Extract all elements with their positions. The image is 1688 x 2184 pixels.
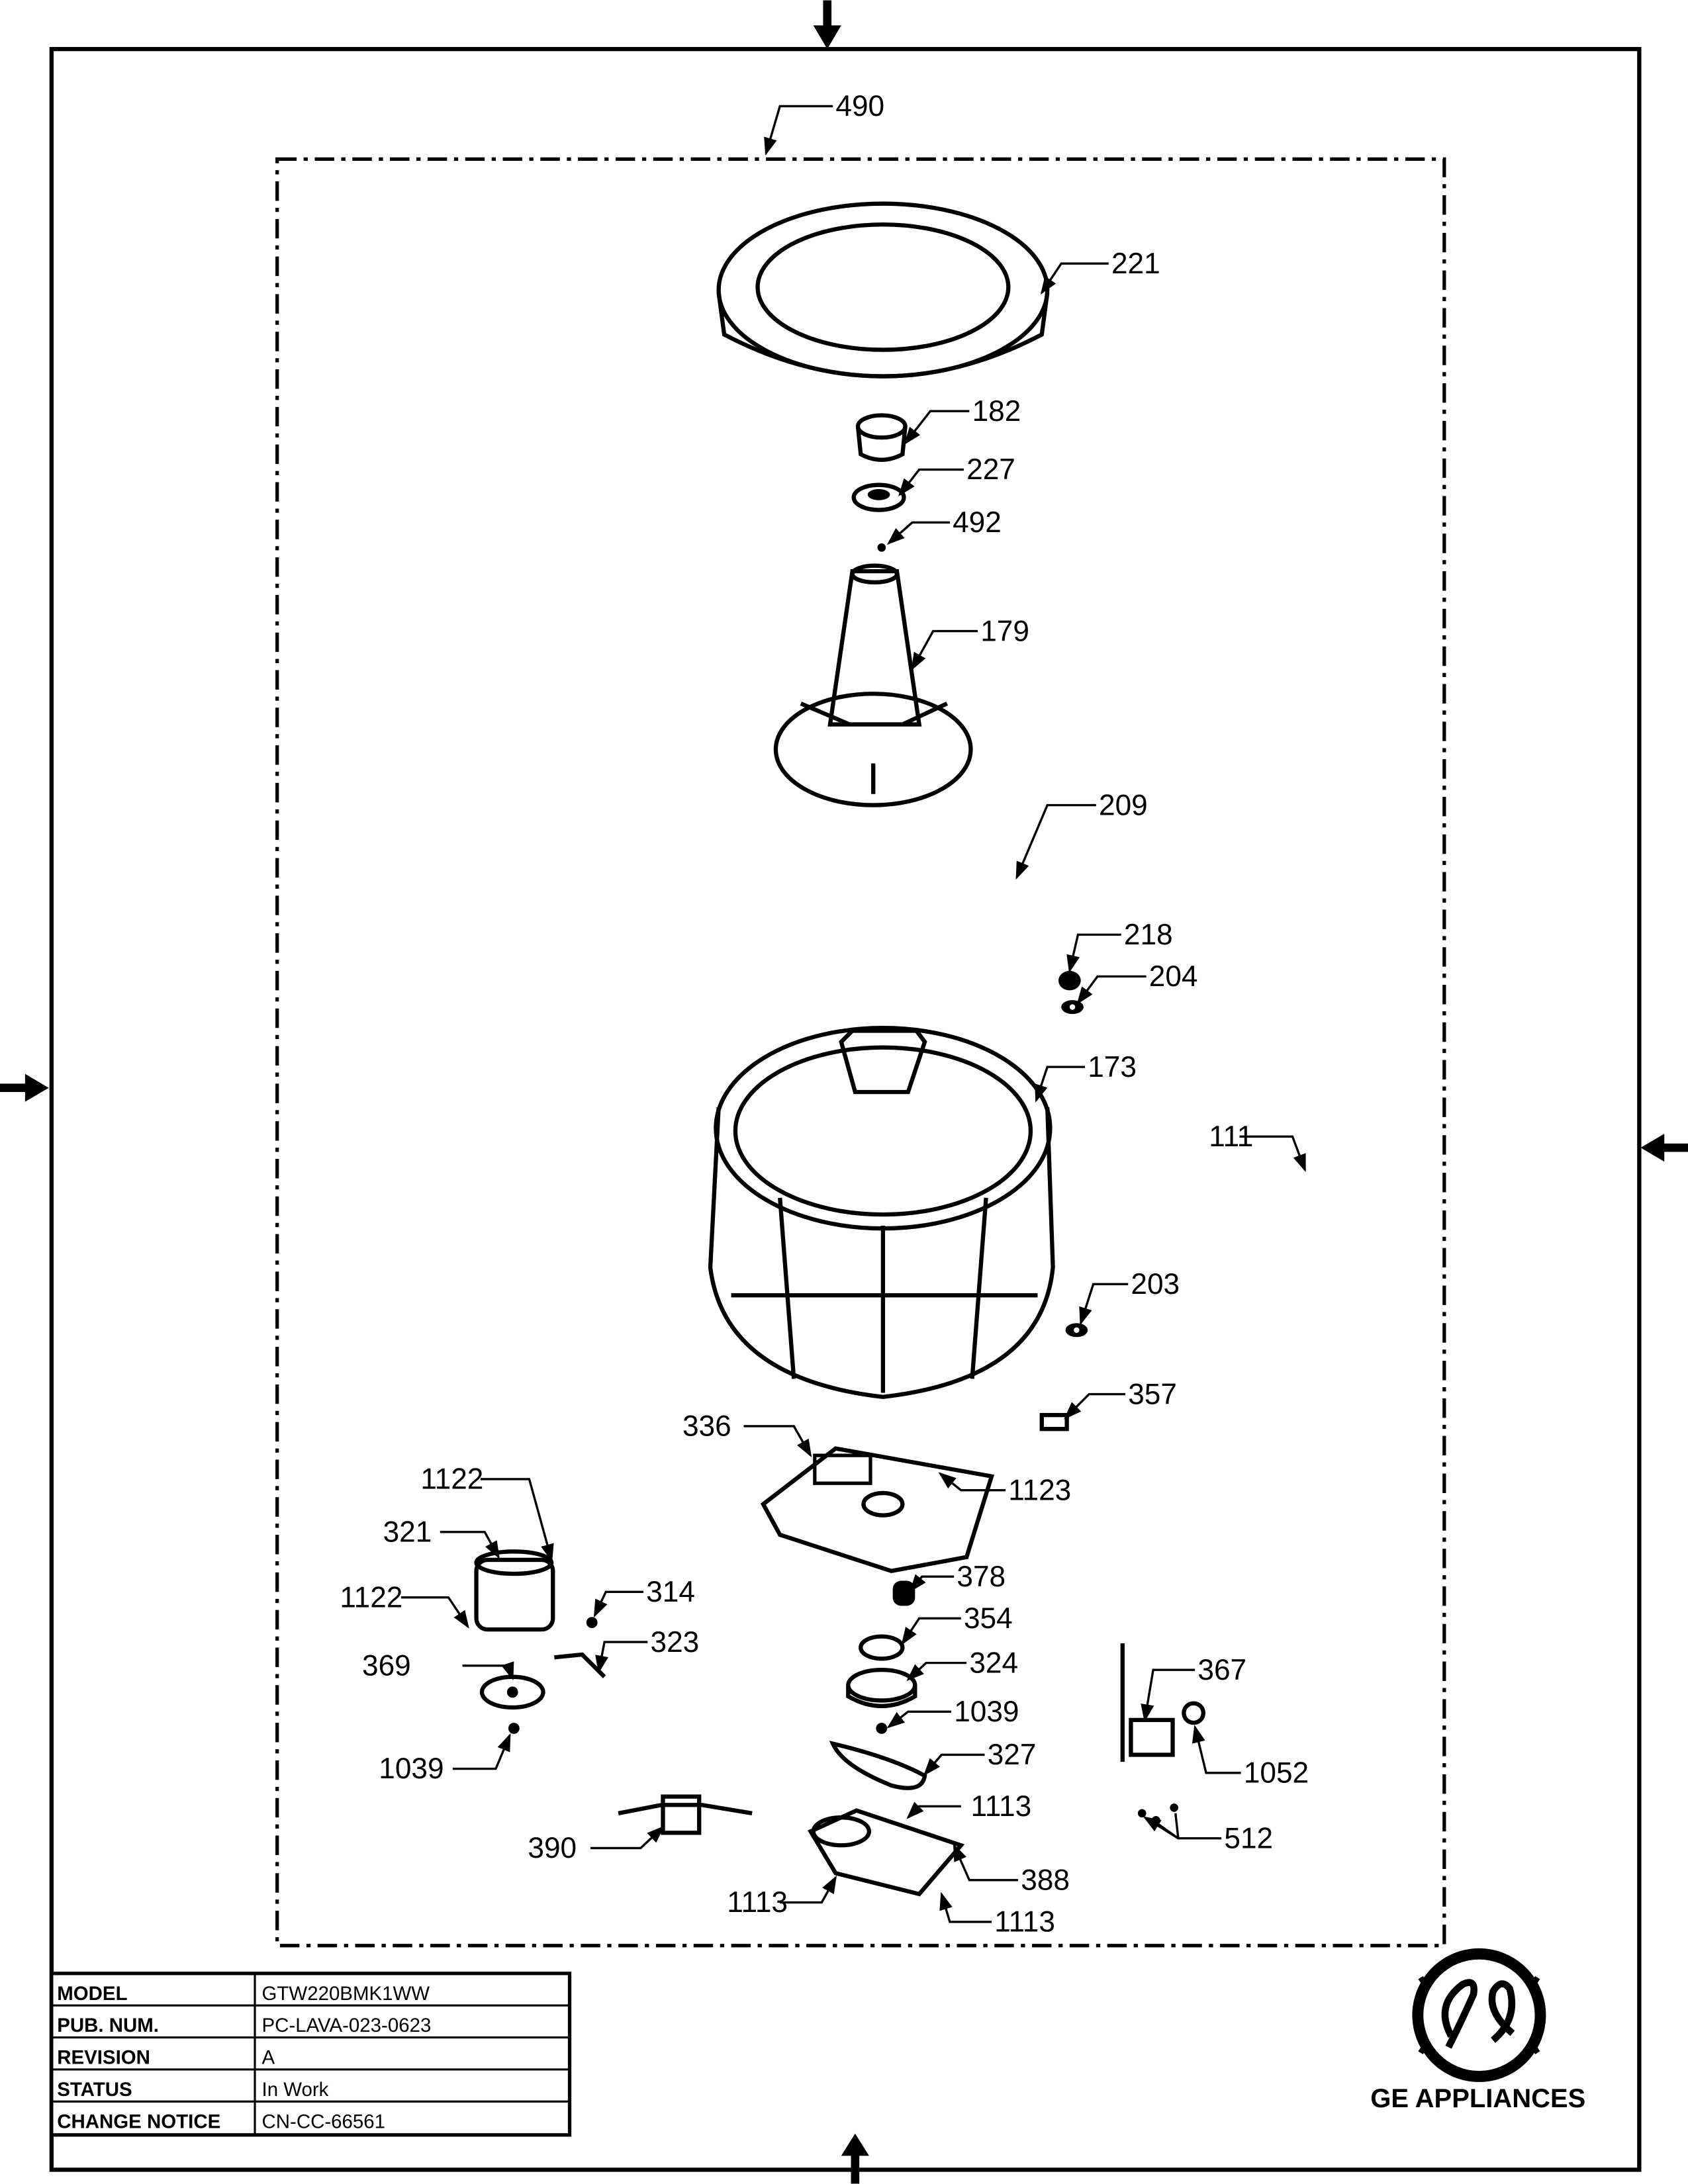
callout-label: 1039: [954, 1696, 1019, 1728]
callout-label: 218: [1124, 919, 1173, 951]
part-203: [1065, 1323, 1088, 1338]
change-notice-label: CHANGE NOTICE: [57, 2111, 220, 2132]
pub-num-label: PUB. NUM.: [57, 2015, 159, 2036]
part-valve-367: [1120, 1643, 1205, 1762]
callout-label: 324: [969, 1647, 1018, 1679]
part-agitator-179: [773, 563, 973, 807]
callout-label: 227: [966, 453, 1015, 486]
part-motor-321: [474, 1549, 555, 1632]
part-1039-center: [876, 1723, 888, 1734]
callout-label: 1052: [1244, 1757, 1309, 1790]
title-row-revision: REVISION A: [57, 2047, 275, 2069]
part-227: [851, 482, 906, 512]
callout-labels: 490 221 182 227 492 179 209 218 204 173 111 203 357 3…: [340, 90, 1309, 1938]
callout-label: 1122: [340, 1581, 402, 1614]
part-182: [855, 413, 908, 462]
pub-num-value: PC-LAVA-023-0623: [262, 2015, 432, 2036]
centering-arrow-top: [813, 0, 841, 50]
part-354: [859, 1634, 905, 1661]
part-outer-tub-173: [708, 1026, 1055, 1399]
centering-arrow-bottom: [841, 2133, 869, 2184]
part-1039-left: [508, 1723, 520, 1734]
callout-label: 1113: [970, 1790, 1031, 1823]
ge-logo: [1412, 1948, 1546, 2082]
callout-label: 490: [835, 90, 884, 122]
callout-label: 1123: [1008, 1474, 1071, 1506]
part-pulley-369: [479, 1674, 545, 1710]
callout-label: 221: [1111, 248, 1160, 280]
callout-label: 209: [1099, 789, 1148, 821]
part-492: [877, 543, 886, 552]
centering-arrow-left: [0, 1073, 49, 1102]
callout-label: 1039: [379, 1752, 444, 1785]
callout-label: 323: [651, 1626, 700, 1659]
callout-label: 1113: [994, 1906, 1055, 1938]
callout-label: 111: [1209, 1120, 1253, 1153]
title-row-model: MODEL GTW220BMK1WW: [57, 1983, 430, 2005]
part-357: [1039, 1412, 1069, 1432]
assembly-boundary: [275, 157, 1446, 1948]
model-value: GTW220BMK1WW: [262, 1983, 430, 2005]
part-mount-plate-336: [760, 1446, 995, 1574]
part-tub-cover-221: [716, 201, 1050, 379]
callout-label: 314: [646, 1576, 695, 1608]
part-drain-bracket-388: [807, 1808, 965, 1897]
callout-label: 204: [1149, 960, 1198, 993]
status-value: In Work: [262, 2079, 329, 2101]
part-belt-327: [829, 1741, 927, 1790]
part-218: [1058, 970, 1081, 991]
title-row-change-notice: CHANGE NOTICE CN-CC-66561: [57, 2111, 385, 2132]
callout-label: 357: [1128, 1378, 1177, 1410]
callout-label: 512: [1224, 1822, 1273, 1854]
change-notice-value: CN-CC-66561: [262, 2111, 385, 2132]
model-label: MODEL: [57, 1983, 127, 2005]
callout-label: 1122: [420, 1463, 483, 1496]
callout-label: 173: [1088, 1051, 1137, 1083]
status-label: STATUS: [57, 2079, 132, 2101]
part-pump-390: [618, 1794, 753, 1835]
callout-label: 369: [362, 1650, 411, 1682]
title-block: MODEL GTW220BMK1WW PUB. NUM. PC-LAVA-023…: [50, 1972, 572, 2137]
sheet-border: [49, 46, 1642, 2172]
title-row-status: STATUS In Work: [57, 2079, 328, 2101]
callout-label: 388: [1021, 1864, 1070, 1897]
callout-label: 354: [964, 1602, 1013, 1635]
leader-lines: [400, 105, 1306, 1923]
part-204: [1061, 1000, 1084, 1015]
revision-value: A: [262, 2047, 275, 2069]
callout-label: 336: [682, 1410, 731, 1443]
callout-label: 367: [1197, 1654, 1246, 1686]
callout-label: 203: [1131, 1268, 1180, 1300]
callout-label: 1113: [727, 1886, 788, 1919]
centering-arrow-right: [1640, 1134, 1688, 1162]
callout-label: 378: [957, 1561, 1006, 1593]
part-pulley-324: [846, 1667, 917, 1708]
callout-label: 390: [528, 1832, 577, 1864]
brand-name: GE APPLIANCES: [1370, 2084, 1585, 2113]
callout-label: 179: [980, 615, 1029, 647]
part-512-screws: [1137, 1803, 1178, 1825]
callout-label: 327: [988, 1739, 1037, 1771]
revision-label: REVISION: [57, 2047, 150, 2069]
part-323: [554, 1652, 606, 1678]
title-row-pub-num: PUB. NUM. PC-LAVA-023-0623: [57, 2015, 431, 2036]
part-314: [586, 1617, 598, 1629]
callout-label: 492: [953, 506, 1002, 539]
callout-label: 321: [383, 1516, 432, 1549]
part-378: [892, 1580, 915, 1606]
callout-label: 182: [972, 395, 1021, 428]
